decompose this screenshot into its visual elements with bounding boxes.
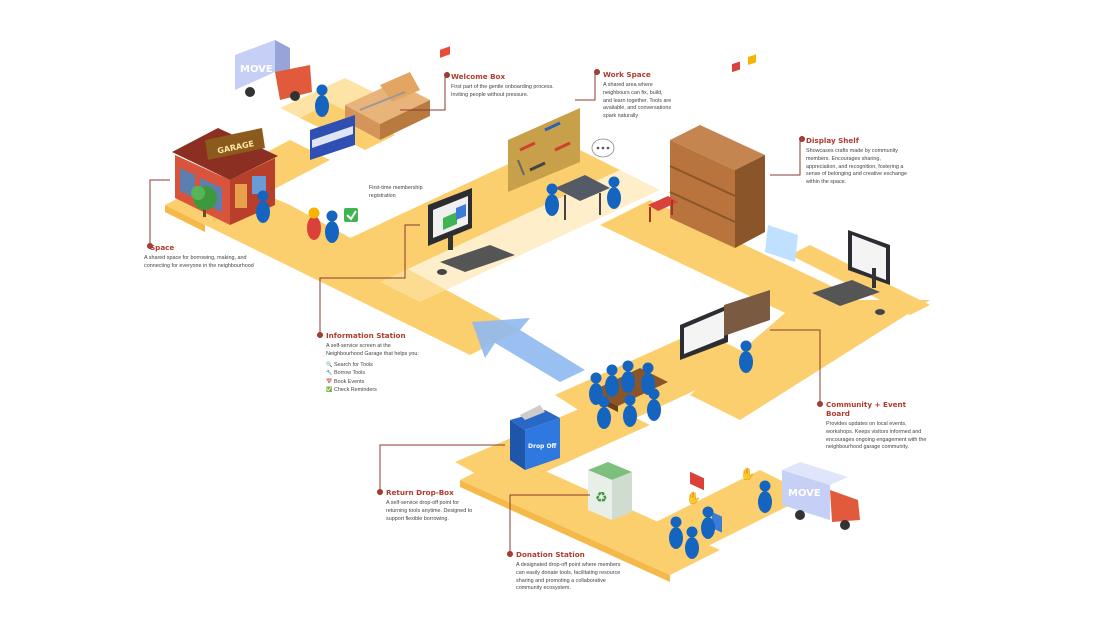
work-table [545, 175, 621, 220]
walkway-bottom-right [640, 470, 810, 555]
person-garage [256, 190, 270, 223]
tree-icon [191, 186, 217, 217]
shelf-note-card [765, 225, 798, 262]
list-item: 🔍Search for Tools [326, 361, 373, 368]
callout-display-shelf-body: Showcases crafts made by community membe… [806, 148, 907, 186]
truck-top-label: MOVE [240, 64, 273, 75]
person-welcome [315, 84, 329, 117]
callout-community-board-title: Community + Event Board [826, 400, 907, 418]
callout-space-title: Space [150, 243, 175, 252]
callout-donation-station-body: A designated drop-off point where member… [516, 562, 621, 592]
walkway-right-end [790, 245, 930, 315]
svg-text:✋: ✋ [686, 491, 701, 505]
callout-work-space: Work Space A shared area where neighbour… [603, 70, 673, 121]
display-chair [648, 196, 678, 222]
callout-space: Space A shared space for borrowing, maki… [144, 243, 254, 271]
leader-lines [147, 69, 823, 557]
list-item: ✅Check Reminders [326, 387, 377, 394]
moving-truck-icon: MOVE [782, 462, 860, 530]
display-shelf-icon [669, 125, 765, 533]
walkway-bottom-edge [460, 480, 670, 582]
list-item: 🔧Borrow Tools [326, 370, 366, 377]
callout-donation-station-title: Donation Station [516, 550, 585, 559]
recycle-symbol: ♻ [595, 490, 608, 506]
callout-work-space-body: A shared area where neighbours can fix, … [603, 82, 672, 120]
truck-bottom-label: MOVE [788, 488, 821, 499]
callout-welcome-box-body: First part of the gentle onboarding proc… [451, 84, 554, 98]
walkway-right-diagonal [690, 300, 930, 420]
callout-display-shelf-title: Display Shelf [806, 136, 859, 145]
callout-information-station-title: Information Station [326, 331, 406, 340]
svg-text:✋: ✋ [740, 467, 755, 481]
wrench-icon: 🔧 [326, 370, 333, 377]
speech-bubble-icon [591, 138, 615, 158]
callout-information-station: Information Station A self-service scree… [326, 331, 426, 395]
search-icon: 🔍 [326, 361, 333, 368]
moving-truck-icon: MOVE [235, 40, 312, 101]
registration-figures [307, 207, 339, 243]
callout-welcome-box-title: Welcome Box [451, 72, 506, 81]
callout-return-dropbox-title: Return Drop-Box [386, 488, 454, 497]
computer-monitor-icon [428, 46, 515, 275]
callout-welcome-box: Welcome Box First part of the gentle onb… [451, 72, 561, 100]
callout-community-board: Community + Event Board Provides updates… [826, 400, 931, 452]
callout-return-dropbox-body: A self-service drop-off point for return… [386, 500, 473, 522]
community-table [589, 360, 668, 429]
information-station-list: 🔍Search for Tools 🔧Borrow Tools 📅Book Ev… [326, 361, 426, 395]
walkway-bottom-band [460, 455, 720, 575]
pegboard-icon [508, 108, 580, 192]
list-item: 📅Book Events [326, 378, 365, 385]
callout-information-station-body: A self-service screen at the Neighbourho… [326, 343, 419, 357]
recycle-bin-icon: ♻ [588, 462, 632, 520]
check-icon: ✅ [326, 387, 333, 394]
callout-return-dropbox: Return Drop-Box A self-service drop-off … [386, 488, 476, 523]
waving-hand-icon: ✋ ✋ [686, 467, 755, 505]
event-board-icon [680, 54, 770, 373]
walkway-right-band [600, 200, 850, 320]
callout-community-board-body: Provides updates on local events, worksh… [826, 421, 927, 451]
calendar-icon: 📅 [326, 378, 333, 385]
dropbox-label: Drop Off [528, 443, 557, 450]
direction-arrow-icon [472, 318, 585, 382]
callout-space-body: A shared space for borrowing, making, an… [144, 255, 254, 269]
walkway-left-edge [165, 205, 205, 232]
callout-donation-station: Donation Station A designated drop-off p… [516, 550, 621, 593]
callout-display-shelf: Display Shelf Showcases crafts made by c… [806, 136, 911, 187]
walkway-work-segment [380, 170, 660, 302]
computer-monitor-icon [812, 230, 890, 315]
callout-work-space-title: Work Space [603, 70, 651, 79]
poster [310, 115, 355, 160]
drop-box-icon: Drop Off [510, 405, 560, 470]
checkmark-icon [344, 208, 358, 222]
membership-note: First-time membership registration [369, 185, 423, 199]
